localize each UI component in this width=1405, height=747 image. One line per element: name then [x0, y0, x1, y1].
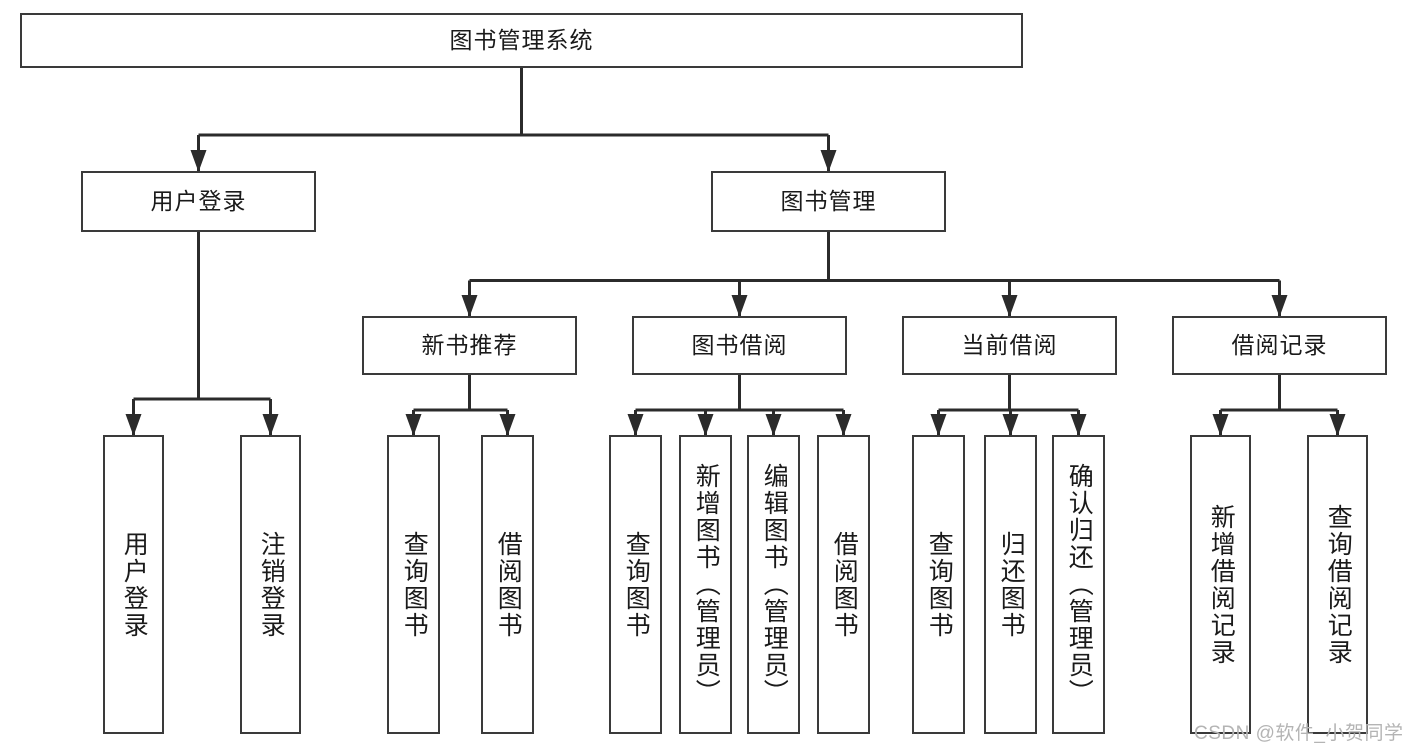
node-leaf-confirm-return[interactable]: 确认归还（管理员）	[1052, 435, 1105, 734]
node-leaf-borrow-book-2[interactable]: 借阅图书	[817, 435, 870, 734]
node-user-login[interactable]: 用户登录	[81, 171, 316, 232]
node-label: 用户登录	[150, 188, 247, 214]
node-label: 查询图书	[622, 530, 651, 639]
node-root[interactable]: 图书管理系统	[20, 13, 1023, 68]
node-label: 归还图书	[997, 530, 1026, 639]
node-label: 借阅图书	[830, 530, 859, 639]
node-label: 图书管理	[780, 188, 877, 214]
node-label: 当前借阅	[961, 332, 1058, 358]
node-label: 编辑图书（管理员）	[760, 463, 789, 706]
node-label: 注销登录	[257, 530, 286, 639]
node-current-borrow[interactable]: 当前借阅	[902, 316, 1117, 375]
node-label: 确认归还（管理员）	[1065, 463, 1094, 706]
node-book-borrow[interactable]: 图书借阅	[632, 316, 847, 375]
node-leaf-user-login[interactable]: 用户登录	[103, 435, 164, 734]
node-label: 查询图书	[400, 530, 429, 639]
node-leaf-query-book-3[interactable]: 查询图书	[912, 435, 965, 734]
node-label: 借阅图书	[494, 530, 523, 639]
node-leaf-borrow-book-1[interactable]: 借阅图书	[481, 435, 534, 734]
node-leaf-user-logout[interactable]: 注销登录	[240, 435, 301, 734]
node-label: 借阅记录	[1231, 332, 1328, 358]
csdn-watermark: CSDN @软件_小贺同学	[1194, 723, 1404, 744]
node-leaf-query-record[interactable]: 查询借阅记录	[1307, 435, 1368, 734]
node-label: 图书管理系统	[449, 27, 594, 53]
node-book-mgmt[interactable]: 图书管理	[711, 171, 946, 232]
node-new-book-rec[interactable]: 新书推荐	[362, 316, 577, 375]
node-leaf-query-book-2[interactable]: 查询图书	[609, 435, 662, 734]
node-label: 新增借阅记录	[1207, 503, 1236, 666]
node-label: 图书借阅	[691, 332, 788, 358]
node-label: 查询图书	[925, 530, 954, 639]
node-label: 用户登录	[120, 530, 149, 639]
node-leaf-query-book-1[interactable]: 查询图书	[387, 435, 440, 734]
node-label: 新书推荐	[421, 332, 518, 358]
node-leaf-add-record[interactable]: 新增借阅记录	[1190, 435, 1251, 734]
node-leaf-return-book[interactable]: 归还图书	[984, 435, 1037, 734]
node-leaf-add-book[interactable]: 新增图书（管理员）	[679, 435, 732, 734]
node-label: 查询借阅记录	[1324, 503, 1353, 666]
node-label: 新增图书（管理员）	[692, 463, 721, 706]
node-borrow-record[interactable]: 借阅记录	[1172, 316, 1387, 375]
node-leaf-edit-book[interactable]: 编辑图书（管理员）	[747, 435, 800, 734]
